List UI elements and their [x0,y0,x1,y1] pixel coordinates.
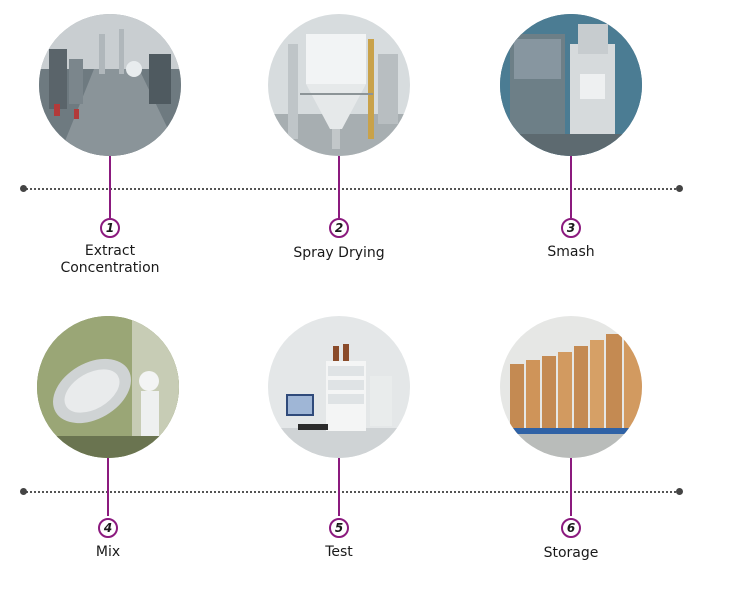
step-2-label-line-1: Spray Drying [293,245,385,261]
step-2-number-badge: 2 [329,218,349,238]
process-step-4: 4 Mix [8,316,208,616]
timeline-row-1-start-dot [20,185,27,192]
step-4-connector [107,458,109,516]
drum-storage-photo [500,316,642,458]
timeline-row-2-start-dot [20,488,27,495]
step-3-label: Smash [471,244,671,261]
step-1-label-line-1: Extract [84,243,136,259]
process-step-1: 1 Extract Concentration [10,14,210,314]
spray-dryer-photo [268,14,410,156]
step-6-label-line-1: Storage [543,545,599,561]
step-3-label-line-1: Smash [547,244,595,260]
step-3-number-badge: 3 [561,218,581,238]
mixing-drum-photo [37,316,179,458]
step-5-label-line-1: Test [325,544,353,560]
step-6-label: Storage [471,545,671,562]
step-1-connector [109,156,111,218]
lab-equipment-photo [268,316,410,458]
timeline-row-1 [23,188,679,190]
step-3-connector [570,156,572,218]
step-1-number-badge: 1 [100,218,120,238]
step-1-label: Extract Concentration [10,243,210,277]
timeline-row-2-end-dot [676,488,683,495]
timeline-row-2 [23,491,679,493]
step-6-number-badge: 6 [561,518,581,538]
step-5-label: Test [239,544,439,561]
process-step-5: 5 Test [239,316,439,616]
step-5-number-badge: 5 [329,518,349,538]
step-1-label-line-2: Concentration [60,260,160,276]
step-2-label: Spray Drying [239,245,439,262]
process-step-3: 3 Smash [471,14,671,314]
step-4-label-line-1: Mix [95,544,121,560]
process-step-2: 2 Spray Drying [239,14,439,314]
crusher-machine-photo [500,14,642,156]
step-6-connector [570,458,572,516]
process-step-6: 6 Storage [471,316,671,616]
step-4-number-badge: 4 [98,518,118,538]
timeline-row-1-end-dot [676,185,683,192]
step-5-connector [338,458,340,516]
step-4-label: Mix [8,544,208,561]
factory-interior-photo [39,14,181,156]
step-2-connector [338,156,340,218]
